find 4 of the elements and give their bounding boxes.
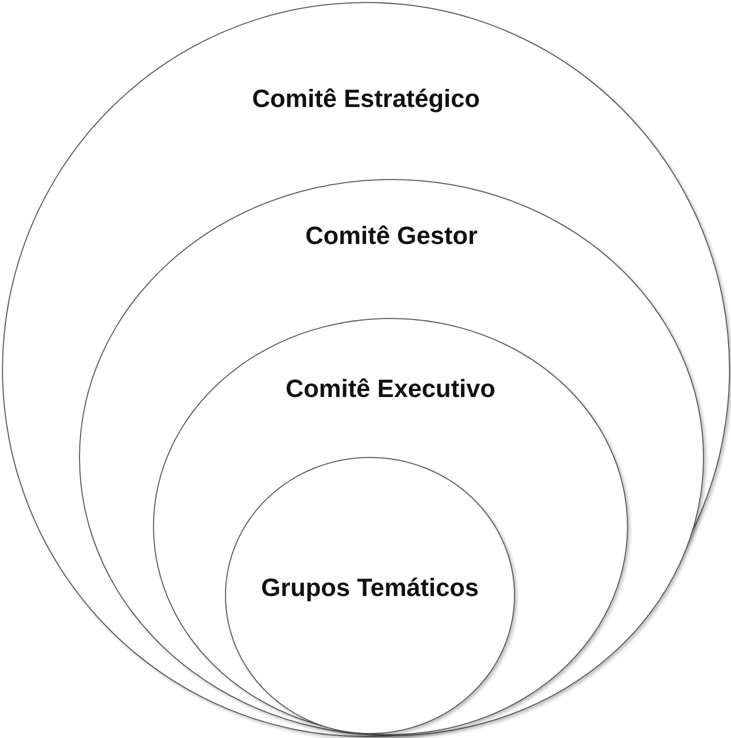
circle-label: Comitê Executivo <box>286 375 496 404</box>
circle-label: Comitê Estratégico <box>252 85 480 114</box>
circle-label: Comitê Gestor <box>305 222 478 251</box>
circle-label: Grupos Temáticos <box>261 574 479 603</box>
